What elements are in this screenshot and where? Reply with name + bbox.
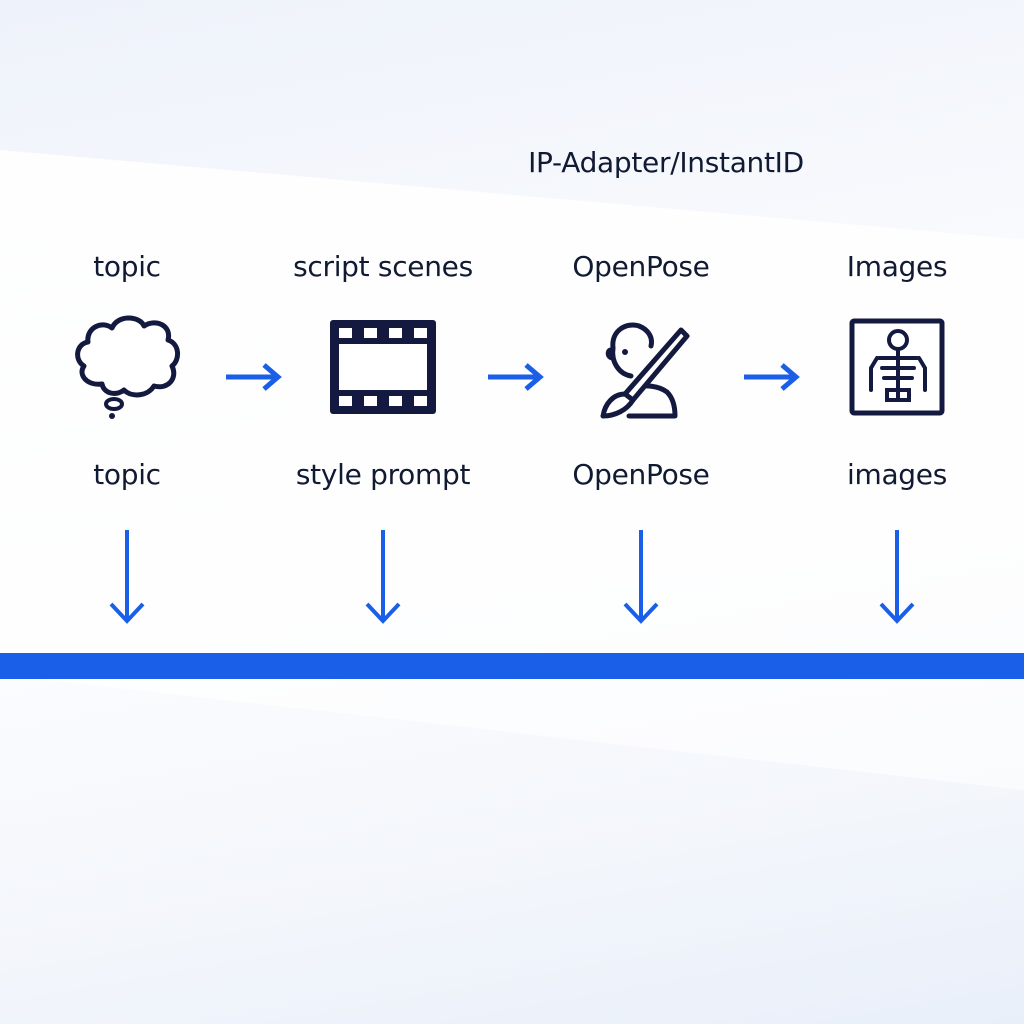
bottom-label-openpose: OpenPose [572, 458, 710, 491]
arrow-down-icon [623, 530, 659, 624]
bottom-label-style-prompt: style prompt [295, 458, 471, 491]
background-band [0, 150, 1024, 790]
person-brush-icon [600, 322, 690, 419]
thought-cloud-icon [75, 315, 180, 419]
bottom-label-images: images [846, 458, 948, 491]
pipeline-bus-bar [0, 653, 1024, 679]
arrow-right-icon [488, 363, 544, 391]
pipeline-title: IP-Adapter/InstantID [528, 146, 804, 179]
arrow-down-icon [879, 530, 915, 624]
arrow-down-icon [109, 530, 145, 624]
film-strip-icon [330, 320, 436, 414]
top-label-images: Images [846, 250, 948, 283]
top-label-topic: topic [93, 250, 161, 283]
top-label-openpose: OpenPose [572, 250, 710, 283]
arrow-right-icon [744, 363, 800, 391]
bottom-label-topic: topic [93, 458, 161, 491]
skeleton-xray-icon [849, 318, 945, 416]
top-label-script-scenes: script scenes [293, 250, 473, 283]
arrow-down-icon [365, 530, 401, 624]
arrow-right-icon [226, 363, 282, 391]
